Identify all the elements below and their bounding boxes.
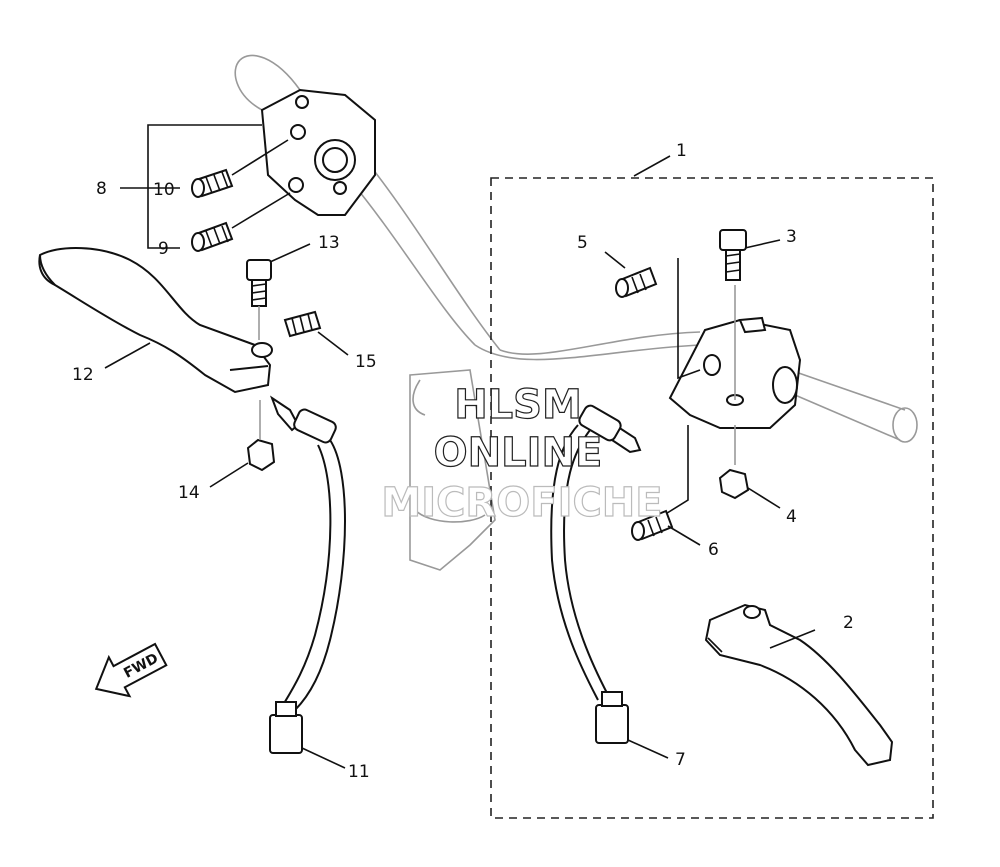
screw-5 [615,266,658,298]
callout-14: 14 [178,483,200,503]
watermark-line-2: ONLINE [434,430,603,476]
left-switch-housing [231,88,376,229]
callout-6: 6 [708,540,719,560]
callout-8: 8 [96,179,107,199]
arrow-left-down-icon [94,642,168,698]
callout-labels: 1 2 3 4 5 6 7 8 9 10 11 12 13 14 15 [72,141,854,782]
callout-15: 15 [355,352,377,372]
screw-10 [191,168,234,198]
callout-4: 4 [786,507,797,527]
bolt-3 [719,229,747,281]
callout-10: 10 [153,180,175,200]
bolt-13 [246,259,272,340]
screw-9 [191,221,234,252]
callout-3: 3 [786,227,797,247]
brake-switch-7 [550,404,642,744]
nut-14 [246,400,276,472]
clutch-lever-12 [38,247,273,394]
callout-13: 13 [318,233,340,253]
kit-boundary [490,177,934,819]
callout-5: 5 [577,233,588,253]
brake-lever-2 [704,603,894,767]
callout-11: 11 [348,762,370,782]
front-brake-switch-assembly [663,258,802,516]
callout-7: 7 [675,750,686,770]
leader-lines [104,155,816,769]
screw-6 [631,509,674,541]
handlebar-ghost [234,54,918,571]
watermark-line-1: HLSM [454,382,582,428]
callout-2: 2 [843,613,854,633]
fwd-arrow: FWD [94,642,168,698]
watermark-line-3: MICROFICHE [381,480,662,526]
nut-4 [718,468,750,500]
clutch-switch-11 [269,395,346,754]
bracket-8 [120,124,262,249]
watermark: HLSM ONLINE MICROFICHE [381,381,663,526]
callout-9: 9 [158,239,169,259]
callout-1: 1 [676,141,687,161]
callout-12: 12 [72,365,94,385]
spring-15 [283,310,322,338]
